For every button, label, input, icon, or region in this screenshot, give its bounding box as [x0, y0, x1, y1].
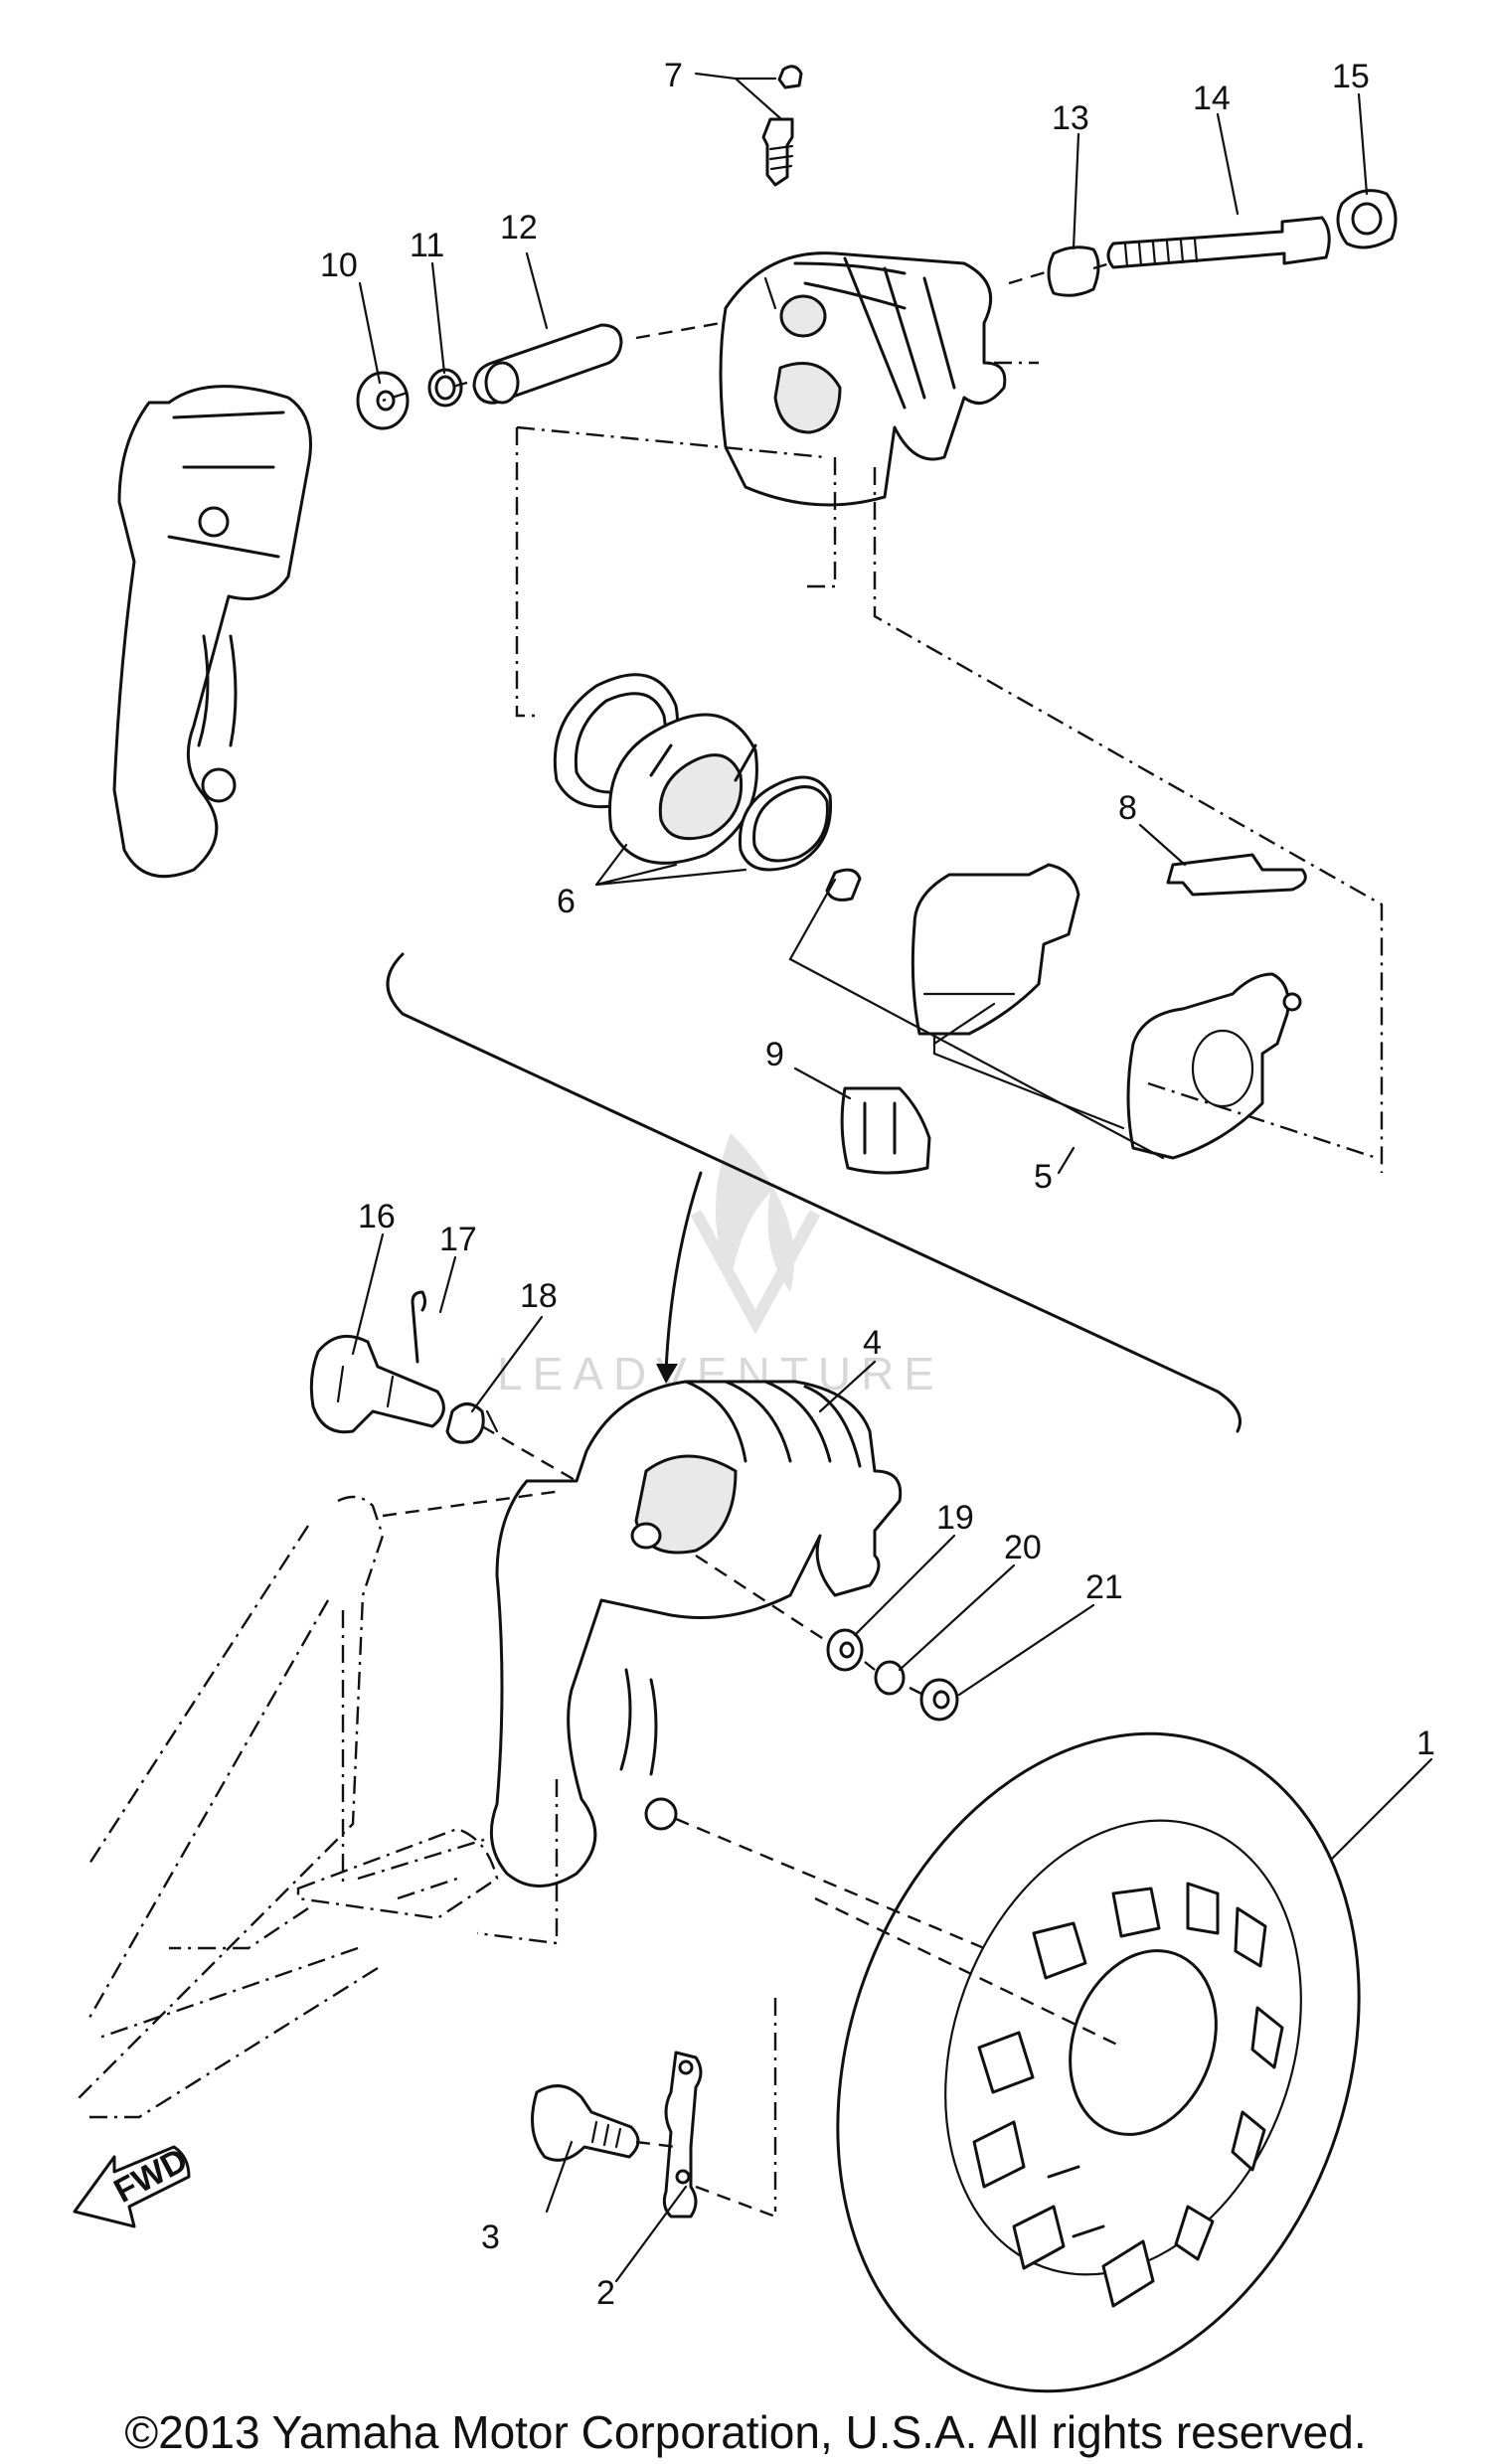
- upper-leader-lines: [382, 260, 1384, 1173]
- callout-13: 13: [1052, 99, 1089, 137]
- callout-8: 8: [1118, 789, 1137, 827]
- pad-shim-8: [1166, 853, 1307, 897]
- callout-3: 3: [481, 2218, 500, 2256]
- callout-19: 19: [936, 1499, 974, 1537]
- callout-11: 11: [410, 227, 444, 264]
- callout-leaders: [351, 72, 1433, 2283]
- callout-9: 9: [765, 1036, 784, 1073]
- lock-washer-2: [662, 2051, 703, 2218]
- callout-4: 4: [863, 1324, 882, 1362]
- assembly-bracket-curve: [386, 952, 1242, 1433]
- copyright-notice: ©2013 Yamaha Motor Corporation, U.S.A. A…: [124, 2406, 1367, 2458]
- callout-12: 12: [500, 209, 538, 246]
- callout-18: 18: [520, 1277, 558, 1315]
- lower-caliper-assembly: [489, 1380, 903, 1888]
- caliper-pin-12: [472, 323, 623, 405]
- washer-13: [1047, 246, 1100, 297]
- pad-clip-9: [840, 1086, 931, 1175]
- pad-inner: [911, 863, 1080, 1046]
- swing-arm-outline: [74, 1495, 777, 2212]
- upper-caliper-body: [719, 251, 1007, 507]
- callout-10: 10: [320, 246, 358, 284]
- o-ring-11: [427, 368, 463, 408]
- lower-leader-lines: [382, 1424, 1124, 2218]
- callout-numbers: 1 2 3 4 5 6 7 8 9 10 11 12 13 14 15 16 1…: [320, 57, 1435, 2312]
- caliper-bolt-16: [309, 1334, 445, 1434]
- fwd-arrow-icon: FWD: [73, 2141, 194, 2228]
- callout-15: 15: [1332, 58, 1370, 95]
- piston-seal-set: [553, 673, 862, 902]
- cotter-pin-17: [411, 1290, 426, 1364]
- disc-bolt-3: [531, 2084, 640, 2162]
- nut-21: [919, 1678, 959, 1722]
- washer-20: [874, 1660, 906, 1696]
- callout-6: 6: [557, 883, 576, 920]
- washer-19: [826, 1628, 864, 1672]
- callout-20: 20: [1004, 1529, 1042, 1566]
- callout-7: 7: [664, 57, 683, 94]
- callout-17: 17: [439, 1221, 477, 1258]
- callout-16: 16: [358, 1198, 396, 1235]
- bolt-14: [1106, 216, 1331, 269]
- bleed-screw: [761, 65, 803, 187]
- nut-15: [1336, 189, 1398, 249]
- upper-caliper-bracket: [112, 385, 312, 879]
- pad-outer: [1126, 972, 1302, 1160]
- brake-disc: [836, 1731, 1361, 2393]
- callout-5: 5: [1034, 1158, 1053, 1196]
- fwd-label: FWD: [108, 2141, 194, 2211]
- callout-2: 2: [596, 2274, 615, 2312]
- callout-1: 1: [1416, 1725, 1435, 1762]
- callout-21: 21: [1085, 1568, 1123, 1606]
- callout-14: 14: [1193, 80, 1231, 117]
- clip-18: [445, 1402, 499, 1444]
- pad-leader-lines: [788, 878, 1378, 1160]
